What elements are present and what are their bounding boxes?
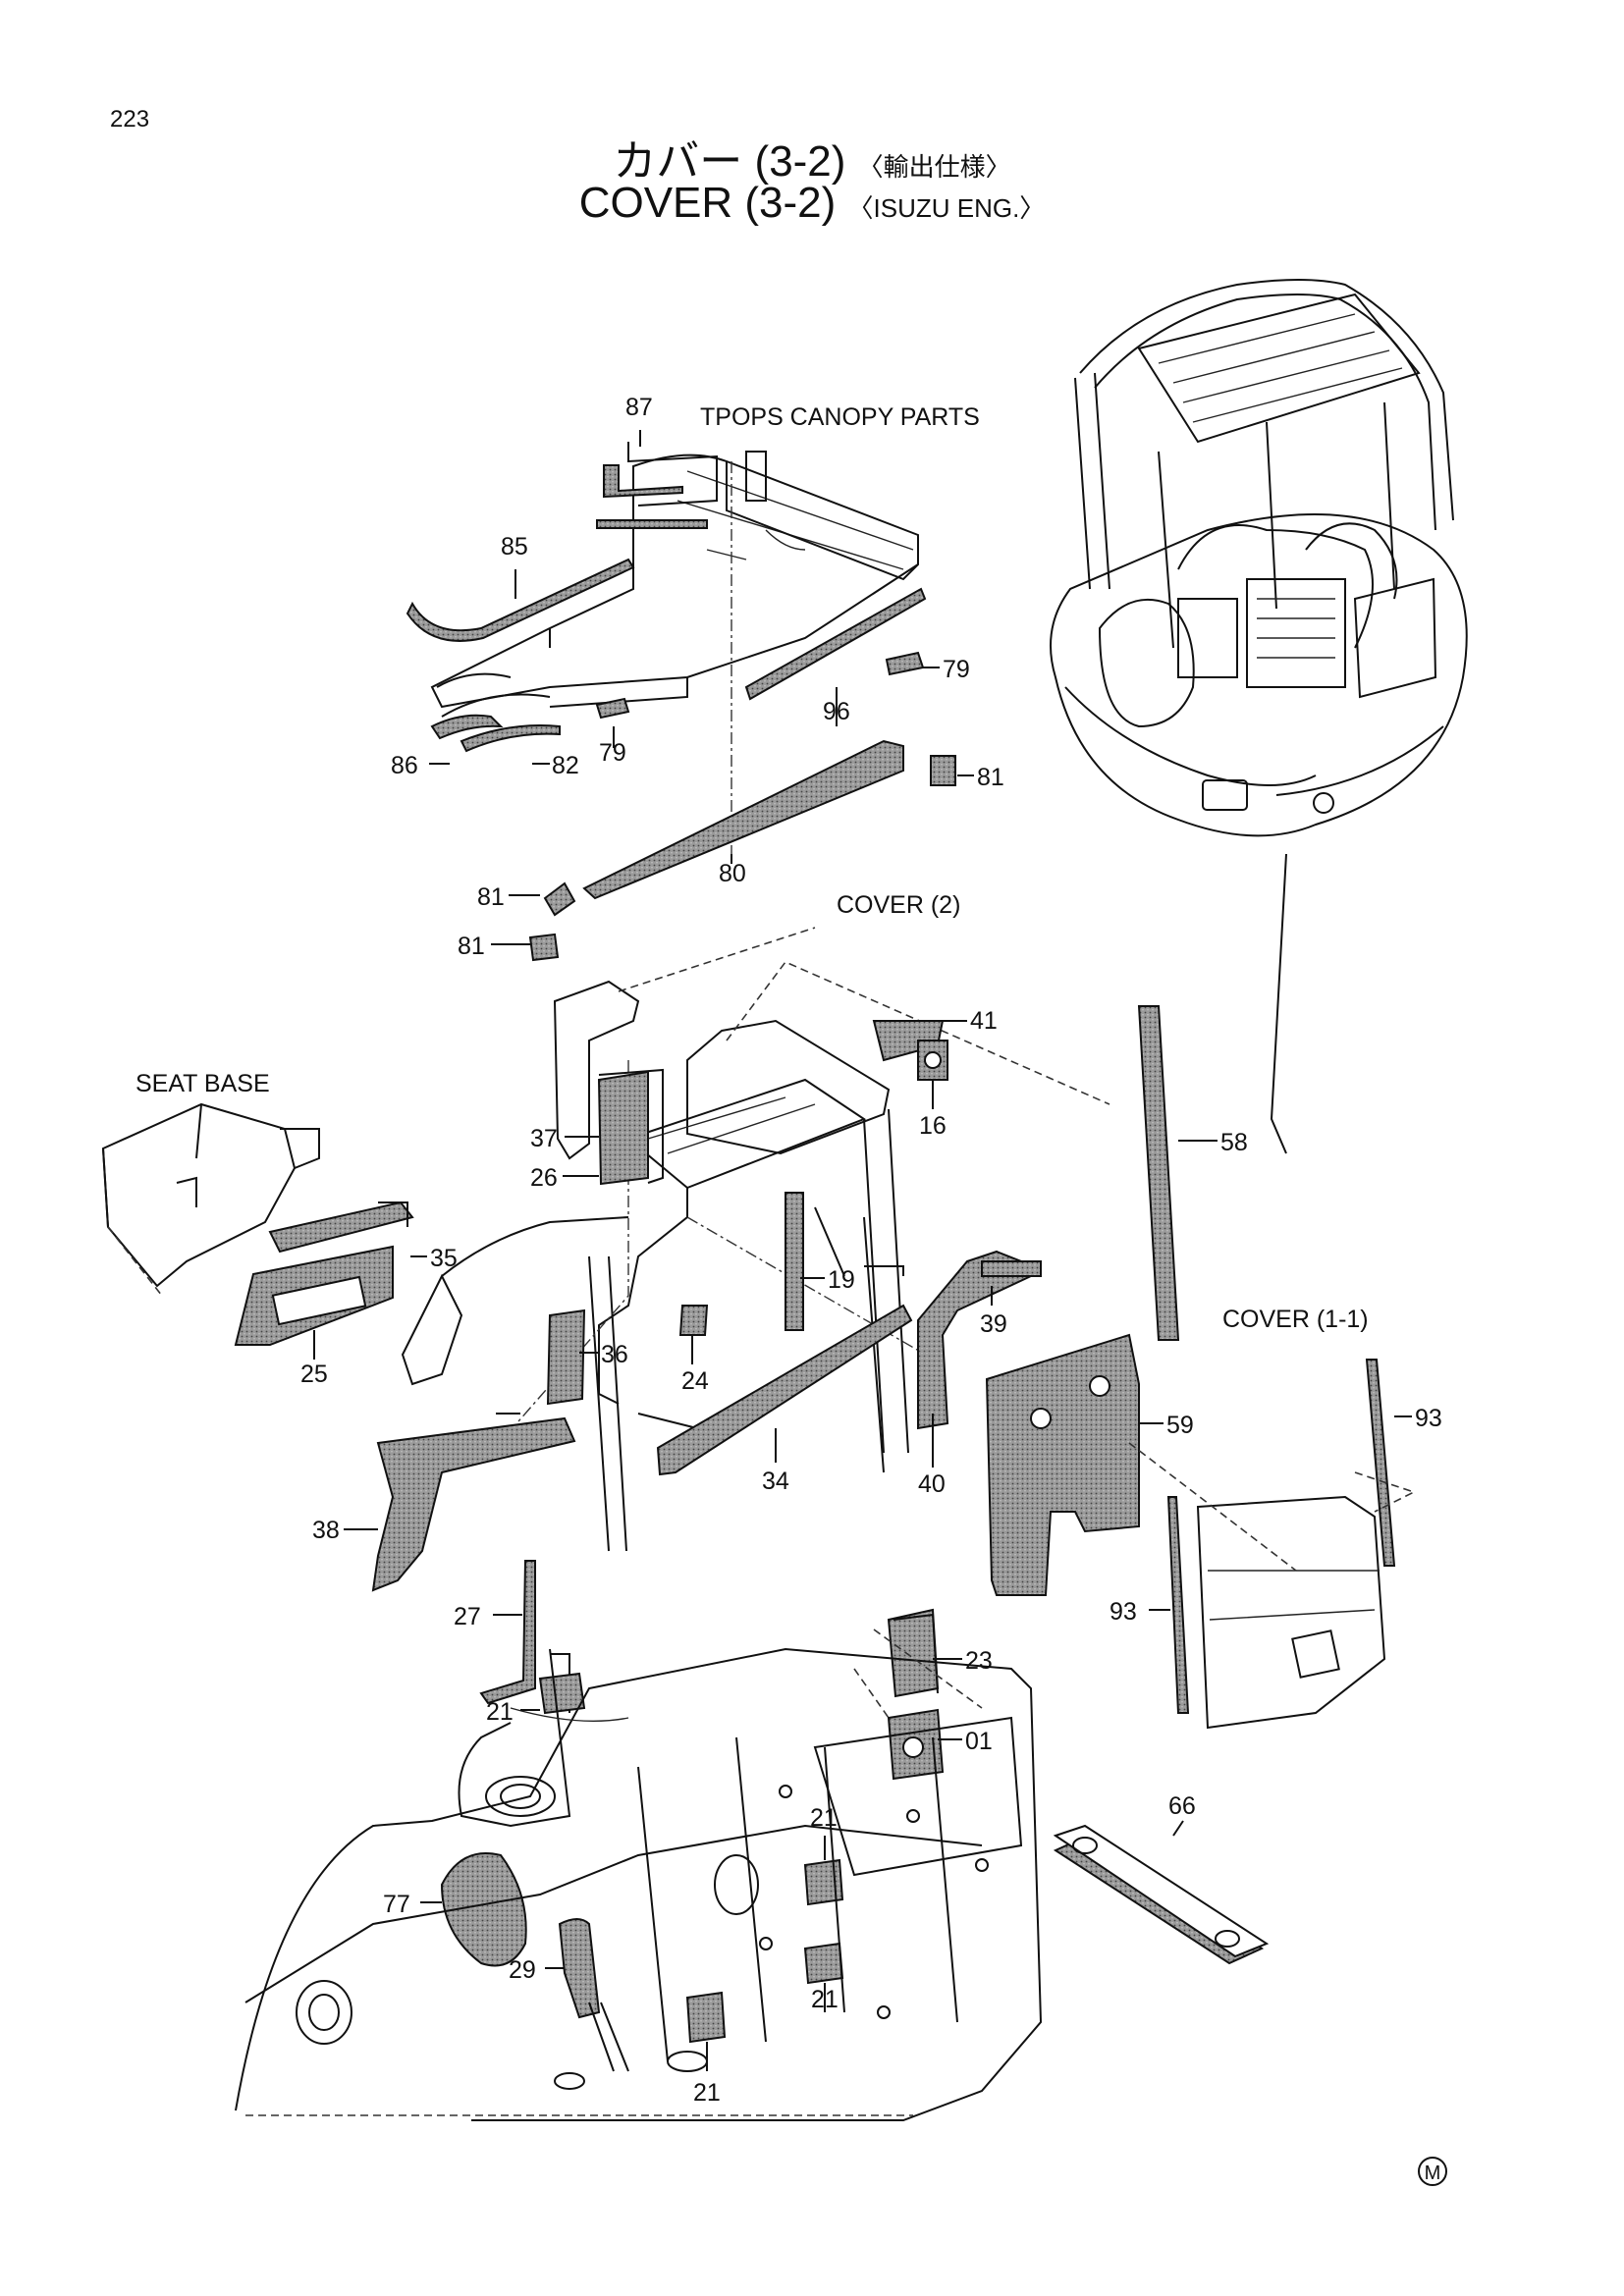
callout-58: 58 — [1220, 1129, 1248, 1156]
title-japanese: カバー (3-2) 〈輸出仕様〉 — [0, 126, 1624, 188]
callout-81-right: 81 — [977, 764, 1004, 791]
callout-21-bottom: 21 — [693, 2079, 721, 2107]
callout-37: 37 — [530, 1125, 558, 1152]
callout-19: 19 — [828, 1266, 855, 1294]
callout-82: 82 — [552, 752, 579, 779]
callout-24: 24 — [681, 1367, 709, 1395]
callout-16: 16 — [919, 1112, 947, 1140]
title-japanese-main: カバー (3-2) — [613, 137, 846, 186]
callout-81-lower: 81 — [458, 933, 485, 960]
manufacturer-mark-letter: M — [1425, 2163, 1441, 2184]
callout-93-right: 93 — [1415, 1405, 1442, 1432]
callout-96: 96 — [823, 698, 850, 725]
tpops-canopy-group — [406, 442, 956, 962]
callout-81-middle: 81 — [477, 883, 505, 911]
callout-85: 85 — [501, 533, 528, 561]
callout-34: 34 — [762, 1468, 789, 1495]
callout-93-left: 93 — [1110, 1598, 1137, 1626]
callout-80: 80 — [719, 860, 746, 887]
label-seat-base: SEAT BASE — [135, 1070, 270, 1097]
callout-86: 86 — [391, 752, 418, 779]
cover-2-frame-group — [401, 927, 1110, 1552]
cover-parts-group — [234, 1005, 1417, 1730]
seat-base-group — [101, 1102, 320, 1297]
callout-40: 40 — [918, 1470, 946, 1498]
callout-21-middle: 21 — [810, 1804, 838, 1832]
callout-23: 23 — [965, 1647, 993, 1675]
label-cover-2: COVER (2) — [837, 891, 960, 919]
callout-39: 39 — [980, 1310, 1007, 1338]
title-english-sub: 〈ISUZU ENG.〉 — [847, 193, 1046, 223]
callout-87: 87 — [625, 394, 653, 421]
leader-lines — [313, 430, 1412, 2071]
label-cover-1-1: COVER (1-1) — [1222, 1306, 1369, 1333]
title-english-main: COVER (3-2) — [578, 179, 837, 227]
base-frame-group — [235, 1560, 1270, 2121]
manufacturer-mark: M — [1418, 2157, 1447, 2186]
label-tpops-canopy-parts: TPOPS CANOPY PARTS — [700, 403, 980, 431]
callout-41: 41 — [970, 1007, 998, 1035]
callout-26: 26 — [530, 1164, 558, 1192]
callout-36: 36 — [601, 1341, 628, 1368]
title-english: COVER (3-2) 〈ISUZU ENG.〉 — [0, 179, 1624, 228]
callout-01: 01 — [965, 1728, 993, 1755]
title-japanese-sub: 〈輸出仕様〉 — [857, 152, 1011, 182]
callout-59: 59 — [1166, 1412, 1194, 1439]
excavator-overview-drawing — [1050, 279, 1468, 837]
callout-27: 27 — [454, 1603, 481, 1630]
callout-77: 77 — [383, 1891, 410, 1918]
callout-79-right: 79 — [943, 656, 970, 683]
callout-66: 66 — [1168, 1792, 1196, 1820]
callout-21-upper: 21 — [486, 1698, 514, 1726]
callout-29: 29 — [509, 1956, 536, 1984]
callout-35: 35 — [430, 1245, 458, 1272]
callout-38: 38 — [312, 1517, 340, 1544]
callout-21-lower: 21 — [811, 1986, 839, 2013]
callout-79-left: 79 — [599, 739, 626, 767]
callout-labels: 87 85 79 96 79 86 82 81 80 81 81 41 16 5… — [300, 394, 1442, 2107]
callout-25: 25 — [300, 1361, 328, 1388]
page-number: 223 — [110, 106, 150, 133]
